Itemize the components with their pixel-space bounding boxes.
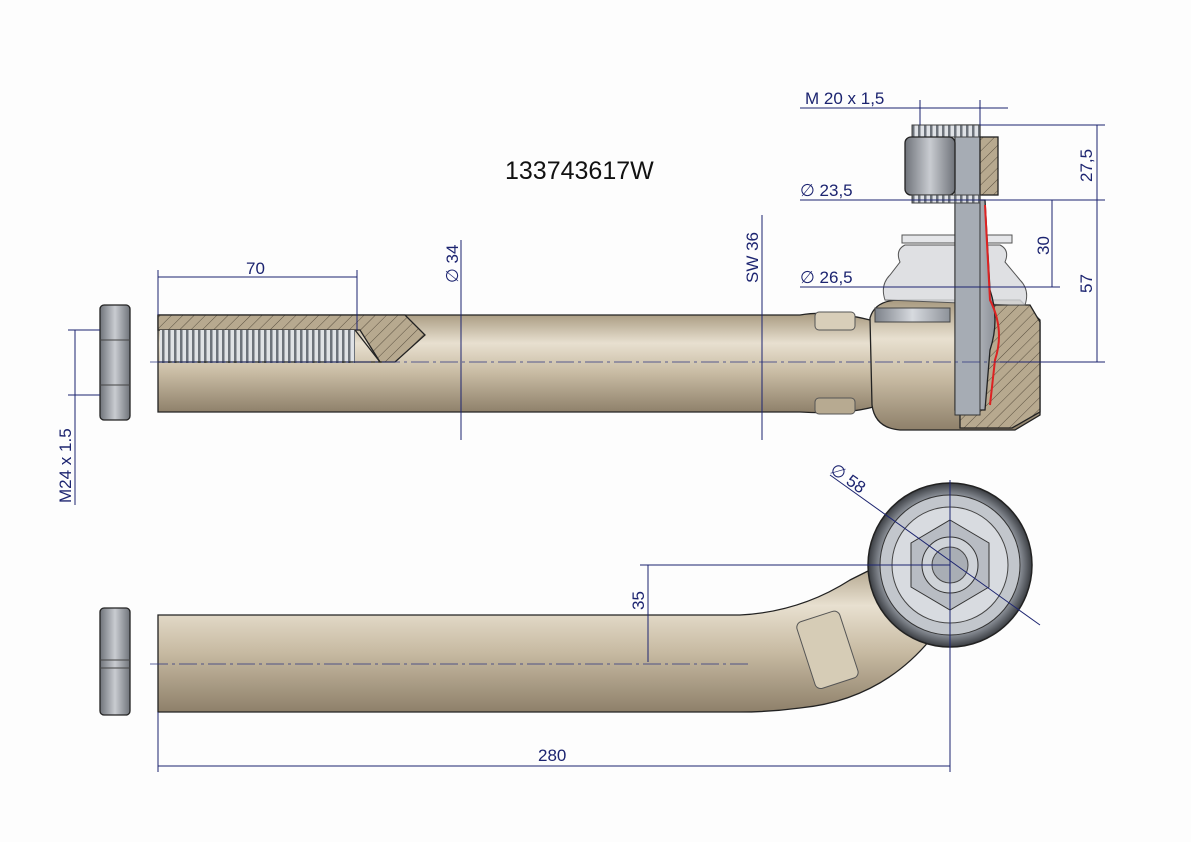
dim-diameter-26-5: ∅ 26,5 [800, 268, 853, 287]
dim-wrench-size: SW 36 [743, 232, 762, 283]
wrench-flat [814, 311, 856, 331]
internal-thread [160, 330, 355, 363]
dim-offset: 35 [629, 591, 648, 610]
stud-thread [911, 124, 981, 138]
top-view [99, 124, 1041, 431]
dimension-lines [68, 100, 1105, 772]
dim-eye-diameter: ∅ 58 [827, 460, 869, 498]
dim-rod-diameter: ∅ 34 [443, 245, 462, 283]
tie-rod-bottom [157, 559, 931, 713]
rod-nut-bottom [99, 607, 131, 716]
dim-rod-thread: M24 x 1.5 [56, 428, 75, 503]
dim-thread-length: 70 [246, 259, 265, 278]
dim-diameter-23-5: ∅ 23,5 [800, 181, 853, 200]
dim-height-27-5: 27,5 [1077, 149, 1096, 182]
dim-stud-thread: M 20 x 1,5 [805, 89, 884, 108]
dim-height-30: 30 [1034, 236, 1053, 255]
castle-nut [904, 136, 956, 196]
dim-total-length: 280 [538, 746, 566, 765]
wrench-flat-bottom [796, 610, 859, 690]
bottom-view [99, 482, 1033, 716]
dim-height-57: 57 [1077, 274, 1096, 293]
rod-nut-top [99, 304, 131, 421]
part-number: 133743617W [505, 157, 654, 185]
